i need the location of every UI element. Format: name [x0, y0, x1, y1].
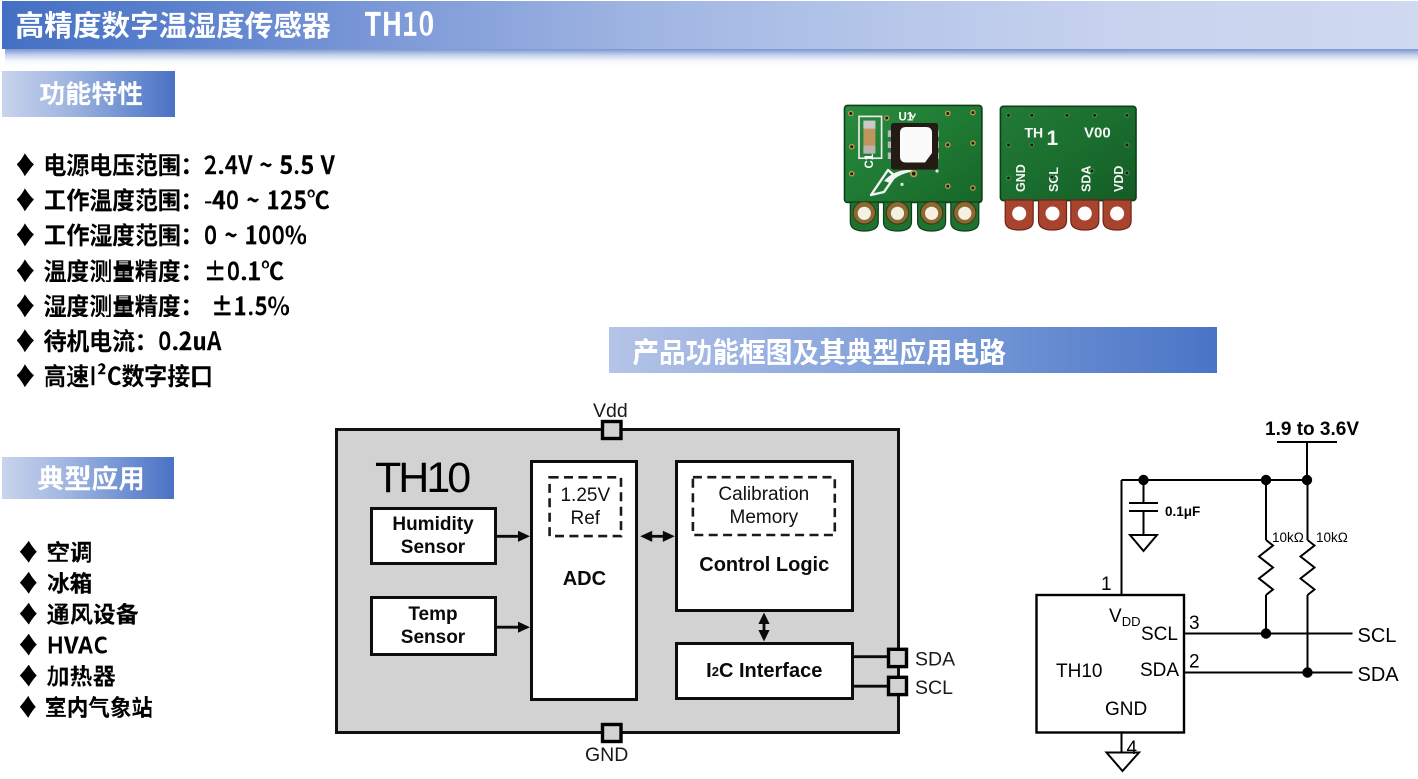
- svg-text:1: 1: [1101, 574, 1112, 595]
- svg-text:C1: C1: [864, 153, 876, 168]
- svg-text:4: 4: [1127, 738, 1138, 759]
- svg-text:TH10: TH10: [1056, 661, 1102, 682]
- svg-text:GND: GND: [585, 744, 628, 766]
- svg-text:SCL: SCL: [1047, 167, 1061, 192]
- svg-text:TH: TH: [1025, 125, 1044, 141]
- svg-text:10kΩ: 10kΩ: [1272, 530, 1304, 545]
- svg-text:2: 2: [1189, 652, 1200, 673]
- svg-text:SDA: SDA: [1140, 660, 1179, 681]
- svg-text:10kΩ: 10kΩ: [1316, 530, 1348, 545]
- svg-text:SCL: SCL: [915, 677, 953, 699]
- svg-text:SCL: SCL: [1358, 625, 1397, 647]
- svg-text:0.1μF: 0.1μF: [1165, 504, 1200, 519]
- svg-text:V00: V00: [1084, 125, 1111, 142]
- svg-text:3: 3: [1189, 613, 1200, 634]
- svg-text:U1: U1: [899, 112, 914, 124]
- svg-text:Vdd: Vdd: [593, 400, 628, 422]
- svg-text:SDA: SDA: [915, 649, 955, 671]
- svg-text:1.9 to 3.6V: 1.9 to 3.6V: [1265, 419, 1359, 440]
- svg-text:GND: GND: [1014, 164, 1028, 192]
- svg-text:GND: GND: [1105, 699, 1147, 720]
- svg-text:SDA: SDA: [1358, 664, 1400, 686]
- svg-text:VDD: VDD: [1109, 606, 1140, 629]
- svg-text:SCL: SCL: [1141, 624, 1178, 645]
- svg-text:VDD: VDD: [1112, 166, 1126, 192]
- svg-text:1: 1: [1047, 127, 1059, 150]
